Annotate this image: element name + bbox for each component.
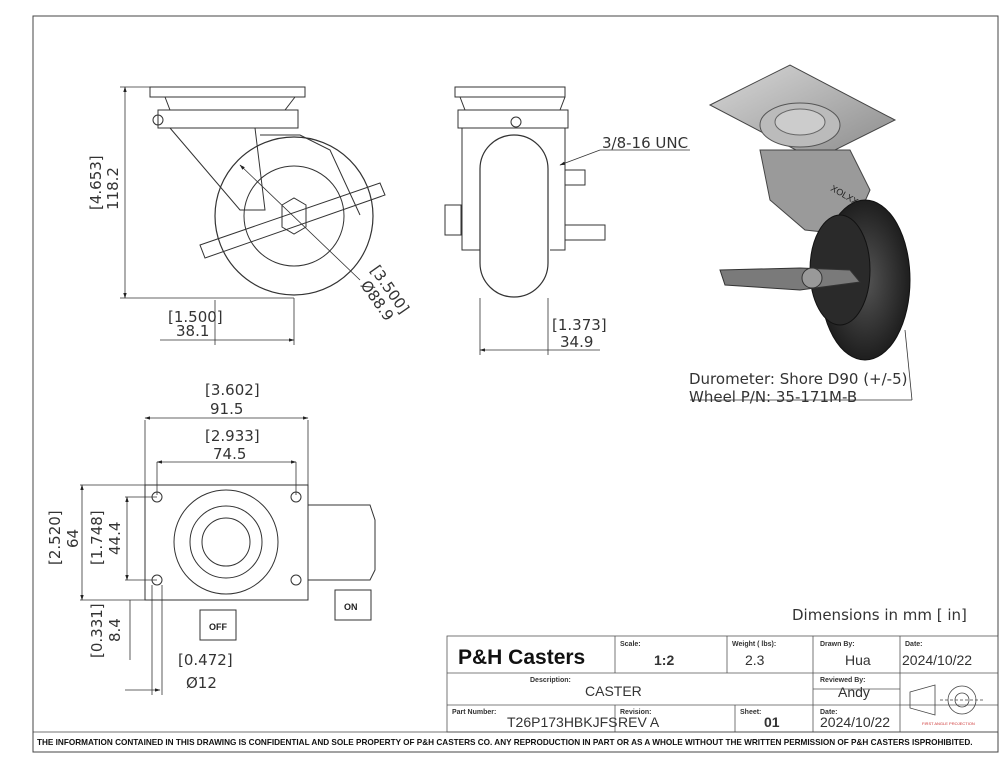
front-width-in: [1.373] — [552, 316, 607, 334]
top-plate-width-mm: 91.5 — [210, 400, 243, 418]
projection-label: FIRST ANGLE PROJECTION — [922, 721, 975, 726]
top-plate-outline — [144, 484, 309, 601]
side-wheel-outer — [214, 136, 374, 296]
reviewed-by: Andy — [838, 684, 870, 700]
side-top-plate — [149, 86, 306, 98]
top-on-label: ON — [344, 602, 358, 612]
revision-label: Revision: — [620, 709, 652, 716]
front-top-plate — [454, 86, 566, 98]
side-offset-mm: 38.1 — [176, 322, 209, 340]
top-off-label: OFF — [209, 622, 227, 632]
sheet-value: 01 — [764, 714, 780, 730]
sheet-border — [32, 15, 999, 753]
side-fork — [169, 127, 266, 211]
front-brake-tab-upper — [564, 169, 586, 186]
description-label: Description: — [530, 677, 571, 684]
date-label: Date: — [905, 641, 923, 648]
top-bolt-height-in: [1.748] — [88, 510, 106, 565]
side-height-mm: 118.2 — [104, 167, 122, 210]
side-view — [149, 86, 386, 296]
side-brake-housing — [260, 134, 361, 216]
date-value: 2024/10/22 — [902, 652, 972, 668]
side-offset-in: [1.500] — [168, 308, 223, 326]
iso-view: XOLXX — [708, 64, 911, 361]
side-axle-nut — [281, 197, 307, 235]
top-brake-housing — [308, 504, 376, 581]
top-swivel-mid — [189, 505, 263, 579]
sheet-label: Sheet: — [740, 709, 761, 716]
confidentiality-footer: THE INFORMATION CONTAINED IN THIS DRAWIN… — [37, 738, 973, 747]
iso-durometer-label: Durometer: Shore D90 (+/-5) — [689, 370, 907, 388]
front-brake-tab-lower — [564, 224, 606, 241]
side-grease-fitting — [152, 114, 164, 126]
part-number-value: T26P173HBKJFS — [507, 714, 618, 730]
front-grease-fitting — [510, 116, 522, 128]
top-plate-height-mm: 64 — [64, 529, 82, 548]
weight-value: 2.3 — [745, 652, 765, 668]
scale-value: 1:2 — [654, 652, 674, 668]
date2-value: 2024/10/22 — [820, 714, 890, 730]
reviewed-label: Reviewed By: — [820, 677, 866, 684]
front-width-mm: 34.9 — [560, 333, 593, 351]
units-note: Dimensions in mm [ in] — [792, 606, 967, 624]
top-hole-br — [290, 574, 302, 586]
top-view — [144, 484, 376, 641]
top-bolt-height-mm: 44.4 — [106, 522, 124, 555]
top-on-tab — [334, 589, 372, 621]
projection-symbol — [909, 684, 985, 716]
front-axle-nut — [444, 204, 462, 236]
front-wheel — [479, 134, 549, 298]
iso-wheel-pn-label: Wheel P/N: 35-171M-B — [689, 388, 857, 406]
iso-axle-nut — [801, 267, 823, 289]
top-plate-height-in: [2.520] — [46, 510, 64, 565]
front-thread-label: 3/8-16 UNC — [602, 134, 688, 152]
front-swivel-body — [457, 109, 569, 129]
top-hole-dia-mm: Ø12 — [186, 674, 217, 692]
drawn-label: Drawn By: — [820, 641, 855, 648]
side-swivel-race — [164, 96, 296, 111]
top-hole-dia-in: [0.472] — [178, 651, 233, 669]
front-view — [444, 86, 606, 298]
scale-label: Scale: — [620, 641, 641, 648]
side-brake-pedal — [199, 182, 386, 259]
side-wheel-hub — [243, 165, 345, 267]
iso-brake-pedal — [719, 267, 861, 291]
company-name: P&H Casters — [458, 646, 585, 669]
side-swivel-body — [157, 109, 299, 129]
weight-label: Weight ( lbs): — [732, 641, 776, 648]
description-value: CASTER — [585, 683, 642, 699]
part-number-label: Part Number: — [452, 709, 496, 716]
drawn-by: Hua — [845, 652, 871, 668]
top-hole-off-mm: 8.4 — [106, 618, 124, 642]
date2-label: Date: — [820, 709, 838, 716]
top-swivel-inner — [201, 517, 251, 567]
top-swivel-outer — [173, 489, 279, 595]
top-bolt-width-in: [2.933] — [205, 427, 260, 445]
top-plate-width-in: [3.602] — [205, 381, 260, 399]
revision-value: REV A — [618, 714, 660, 730]
top-off-tab — [199, 609, 237, 641]
side-height-in: [4.653] — [87, 155, 105, 210]
side-wheel-dim-leader — [239, 164, 361, 281]
top-hole-off-in: [0.331] — [88, 603, 106, 658]
top-bolt-width-mm: 74.5 — [213, 445, 246, 463]
